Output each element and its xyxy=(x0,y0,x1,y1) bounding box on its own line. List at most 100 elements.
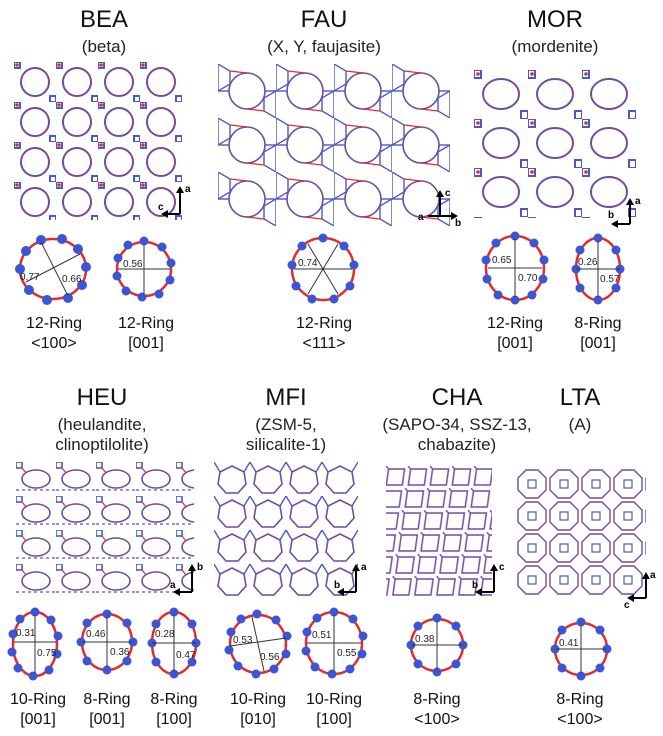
heu-dim-a: 0.31 xyxy=(16,628,36,639)
fau-axis-c: c xyxy=(445,188,451,199)
bea-dim-c: 0.56 xyxy=(123,259,143,270)
mor-ring-12: 0.65 0.70 xyxy=(480,230,550,306)
cha-framework xyxy=(386,466,492,596)
heu-ring3-label: 8-Ring xyxy=(150,691,198,708)
lta-ring-100: 0.41 xyxy=(550,616,612,682)
mor-framework xyxy=(474,70,636,218)
heu-dim-f: 0.47 xyxy=(176,650,196,661)
heu-dim-e: 0.28 xyxy=(155,629,175,640)
fau-lattice xyxy=(218,64,450,226)
bea-ring2-dir: [001] xyxy=(128,335,164,352)
lta-title: LTA xyxy=(559,384,601,411)
heu-dim-c: 0.46 xyxy=(86,629,106,640)
bea-ring1-label: 12-Ring xyxy=(25,315,83,332)
mfi-axes: a b xyxy=(334,560,374,600)
mor-dim-b: 0.70 xyxy=(518,273,538,284)
mfi-dim-d: 0.55 xyxy=(337,648,357,659)
heu-alias-1: (heulandite, xyxy=(57,415,147,434)
mor-dim-d: 0.57 xyxy=(600,274,620,285)
cha-lattice xyxy=(386,466,492,596)
cha-axes: c b xyxy=(472,560,512,600)
cha-axis-c: c xyxy=(499,562,505,573)
lta-ring1-dir: <100> xyxy=(557,711,603,728)
fau-ring-111: 0.74 xyxy=(286,232,360,306)
bea-framework xyxy=(14,62,182,220)
heu-lattice xyxy=(16,462,194,598)
heu-ring-8a: 0.46 0.36 xyxy=(76,608,138,676)
mor-title: MOR xyxy=(527,6,583,33)
mor-axis-a: a xyxy=(635,196,641,207)
heu-ring1-label: 10-Ring xyxy=(9,691,67,708)
bea-axis-a: a xyxy=(185,184,191,195)
heu-ring3-dir: [100] xyxy=(156,711,192,728)
mor-dim-a: 0.65 xyxy=(492,255,512,266)
cha-ring1-dir: <100> xyxy=(414,711,460,728)
bea-alias: (beta) xyxy=(81,37,127,56)
cha-alias-1: (SAPO-34, SSZ-13, xyxy=(382,415,532,434)
mfi-dim-b: 0.56 xyxy=(260,652,280,663)
heu-alias-2: clinoptilolite) xyxy=(55,435,149,454)
heu-ring1-dir: [001] xyxy=(20,711,56,728)
fau-ring1-label: 12-Ring xyxy=(295,315,353,332)
fau-title: FAU xyxy=(300,6,348,33)
mfi-dim-a: 0.53 xyxy=(233,635,253,646)
mor-axis-b: b xyxy=(608,210,614,221)
heu-ring-10: 0.31 0.75 xyxy=(6,606,64,682)
bea-ring1-dir: <100> xyxy=(31,335,77,352)
lta-ring1-label: 8-Ring xyxy=(556,691,604,708)
bea-ring-100: 0.77 0.66 xyxy=(14,232,92,306)
heu-ring2-label: 8-Ring xyxy=(83,691,131,708)
bea-dim-a: 0.77 xyxy=(20,272,40,283)
lta-axis-c: c xyxy=(624,600,630,608)
lta-lattice xyxy=(516,468,646,596)
mfi-axis-b: b xyxy=(334,580,340,591)
bea-lattice xyxy=(14,62,182,220)
mfi-ring2-label: 10-Ring xyxy=(305,691,363,708)
mor-ring2-dir: [001] xyxy=(580,335,616,352)
mor-lattice xyxy=(474,70,636,218)
mfi-ring-010: 0.53 0.56 xyxy=(224,608,292,680)
mfi-alias-1: (ZSM-5, xyxy=(255,415,317,434)
mor-ring1-label: 12-Ring xyxy=(486,315,544,332)
heu-dim-b: 0.75 xyxy=(37,648,57,659)
mor-axes: a b xyxy=(608,196,648,232)
lta-dim-a: 0.41 xyxy=(559,638,579,649)
cha-alias-2: chabazite) xyxy=(417,435,497,454)
bea-dim-b: 0.66 xyxy=(62,274,82,285)
bea-title: BEA xyxy=(79,6,129,33)
mfi-ring1-dir: [010] xyxy=(240,711,276,728)
mfi-dim-c: 0.51 xyxy=(312,630,332,641)
heu-ring2-dir: [001] xyxy=(89,711,125,728)
heu-ring-8b: 0.28 0.47 xyxy=(146,606,202,680)
fau-axis-a: a xyxy=(418,212,424,223)
fau-alias: (X, Y, faujasite) xyxy=(267,37,381,56)
heu-dim-d: 0.36 xyxy=(110,647,130,658)
fau-framework xyxy=(218,64,450,226)
heu-axes: b a xyxy=(170,560,210,600)
fau-dim-a: 0.74 xyxy=(298,258,318,269)
lta-axes: a c xyxy=(624,568,662,611)
mor-dim-c: 0.26 xyxy=(578,257,598,268)
cha-title: CHA xyxy=(431,384,483,411)
cha-ring1-label: 8-Ring xyxy=(413,691,461,708)
heu-axis-a: a xyxy=(170,580,176,591)
mor-ring1-dir: [001] xyxy=(497,335,533,352)
mor-ring-8: 0.26 0.57 xyxy=(570,232,626,306)
mfi-ring1-label: 10-Ring xyxy=(229,691,287,708)
cha-axis-b: b xyxy=(472,580,478,591)
mor-alias: (mordenite) xyxy=(511,37,599,56)
mfi-ring-100: 0.51 0.55 xyxy=(300,606,368,680)
fau-ring1-dir: <111> xyxy=(302,335,346,352)
mfi-axis-a: a xyxy=(361,562,367,573)
cha-dim-a: 0.38 xyxy=(415,634,435,645)
mfi-alias-2: silicalite-1) xyxy=(245,435,327,454)
mfi-title: MFI xyxy=(265,384,307,411)
mfi-ring2-dir: [100] xyxy=(316,711,352,728)
cha-ring-100: 0.38 xyxy=(406,612,468,678)
bea-axes: a c xyxy=(158,180,194,222)
mfi-lattice xyxy=(214,462,358,596)
lta-framework xyxy=(516,468,646,596)
mor-ring2-label: 8-Ring xyxy=(574,315,622,332)
bea-ring2-label: 12-Ring xyxy=(117,315,175,332)
lta-axis-a: a xyxy=(650,570,656,581)
